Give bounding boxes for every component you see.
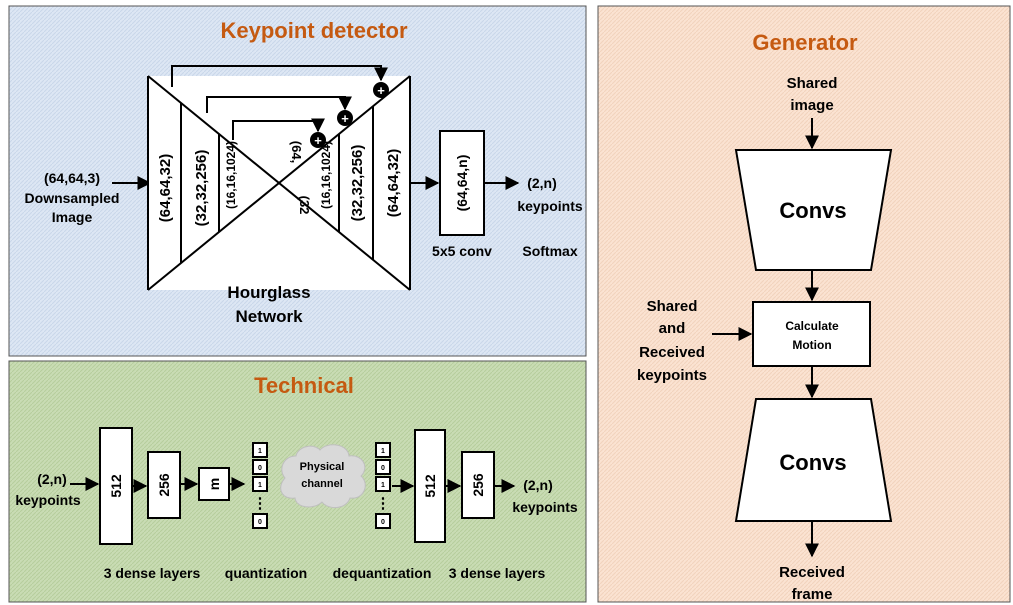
plus-node-2: + bbox=[337, 110, 353, 126]
calc-line1: Calculate bbox=[785, 319, 839, 333]
tech-enc-box-256-label: 256 bbox=[156, 473, 172, 497]
convs-bottom-label: Convs bbox=[779, 450, 846, 475]
physical-channel-cloud: Physical channel bbox=[280, 444, 366, 508]
kd-output-shape: (2,n) bbox=[527, 175, 557, 191]
kd-input-shape: (64,64,3) bbox=[44, 170, 100, 186]
kd-dec-partial2: (32 bbox=[297, 196, 312, 215]
plus-node-3: + bbox=[310, 132, 326, 148]
gen-output-line1: Received bbox=[779, 564, 845, 581]
kd-dec-partial: (64, bbox=[289, 141, 304, 163]
gen-keypoints-line1: Shared bbox=[647, 298, 698, 315]
skip-connections bbox=[171, 65, 388, 140]
tech-dec-box-512-label: 512 bbox=[422, 474, 438, 498]
tech-dec-box-512 bbox=[414, 429, 446, 543]
tech-dec-box-256-label: 256 bbox=[470, 473, 486, 497]
calc-line2: Motion bbox=[792, 338, 831, 352]
bit-left-0: 1 bbox=[258, 448, 262, 455]
kd-input-line1: Downsampled bbox=[25, 190, 120, 206]
bit-right-1: 0 bbox=[381, 465, 385, 472]
conv-label: 5x5 conv bbox=[432, 243, 492, 259]
bits-right: 1 0 1 ⋮ 0 bbox=[375, 442, 391, 529]
generator-title: Generator bbox=[752, 30, 858, 55]
kd-enc-layer-1: (64,64,32) bbox=[157, 154, 174, 222]
hourglass-network bbox=[147, 75, 411, 291]
kd-dec-layer-3: (64,64,32) bbox=[385, 149, 402, 217]
kd-output-label: keypoints bbox=[517, 198, 583, 214]
technical-title: Technical bbox=[254, 373, 354, 398]
gen-shared-image-line1: Shared bbox=[787, 75, 838, 92]
convs-bottom-block bbox=[734, 398, 893, 522]
bits-left: 1 0 1 ⋮ 0 bbox=[252, 442, 268, 529]
label-dense-right: 3 dense layers bbox=[449, 565, 546, 581]
hourglass-label-line1: Hourglass bbox=[227, 283, 310, 302]
hourglass-label-line2: Network bbox=[235, 307, 303, 326]
gen-keypoints-line2: and bbox=[659, 320, 686, 337]
tech-output-label: keypoints bbox=[512, 499, 578, 515]
softmax-label: Softmax bbox=[522, 243, 577, 259]
technical-panel: Technical (2,n) keypoints 512 256 m 1 0 … bbox=[8, 360, 587, 603]
bit-left-dots: ⋮ bbox=[253, 495, 268, 512]
bit-right-0: 1 bbox=[381, 448, 385, 455]
calculate-motion-box bbox=[752, 301, 871, 367]
plus-node-1: + bbox=[373, 82, 389, 98]
label-quantization: quantization bbox=[225, 565, 307, 581]
label-dense-left: 3 dense layers bbox=[104, 565, 201, 581]
tech-input-label: keypoints bbox=[15, 492, 81, 508]
gen-shared-image-line2: image bbox=[790, 97, 833, 114]
tech-enc-box-m bbox=[198, 467, 230, 501]
kd-input-line2: Image bbox=[52, 209, 93, 225]
bit-left-1: 0 bbox=[258, 465, 262, 472]
keypoint-detector-panel: Keypoint detector (64,64,3) Downsampled … bbox=[8, 5, 587, 357]
bit-right-3: 0 bbox=[381, 519, 385, 526]
tech-enc-box-512 bbox=[99, 427, 133, 545]
keypoint-detector-title: Keypoint detector bbox=[220, 18, 407, 43]
bit-left-2: 1 bbox=[258, 482, 262, 489]
kd-enc-layer-3: (16,16,1024) bbox=[224, 141, 238, 209]
generator-panel: Generator Shared image Convs Calculate M… bbox=[597, 5, 1011, 603]
tech-enc-box-m-label: m bbox=[206, 478, 222, 490]
gen-keypoints-line4: keypoints bbox=[637, 367, 707, 384]
conv-box bbox=[439, 130, 485, 236]
svg-text:+: + bbox=[377, 83, 385, 98]
conv-box-label: (64,64,n) bbox=[454, 155, 470, 212]
bit-left-3: 0 bbox=[258, 519, 262, 526]
tech-enc-box-256 bbox=[147, 451, 181, 519]
bit-right-dots: ⋮ bbox=[376, 495, 391, 512]
tech-output-shape: (2,n) bbox=[523, 477, 553, 493]
convs-top-block bbox=[734, 149, 893, 271]
bit-right-2: 1 bbox=[381, 482, 385, 489]
channel-line1: Physical bbox=[300, 461, 345, 473]
svg-text:+: + bbox=[341, 111, 349, 126]
svg-text:+: + bbox=[314, 133, 322, 148]
tech-input-shape: (2,n) bbox=[37, 471, 67, 487]
tech-dec-box-256 bbox=[461, 451, 495, 519]
kd-dec-layer-1: (16,16,1024) bbox=[319, 141, 333, 209]
kd-enc-layer-2: (32,32,256) bbox=[193, 150, 210, 227]
convs-top-label: Convs bbox=[779, 198, 846, 223]
channel-line2: channel bbox=[301, 478, 343, 490]
label-dequantization: dequantization bbox=[333, 565, 432, 581]
gen-output-line2: frame bbox=[792, 586, 833, 603]
kd-dec-layer-2: (32,32,256) bbox=[349, 145, 366, 222]
gen-keypoints-line3: Received bbox=[639, 344, 705, 361]
tech-enc-box-512-label: 512 bbox=[108, 474, 124, 498]
